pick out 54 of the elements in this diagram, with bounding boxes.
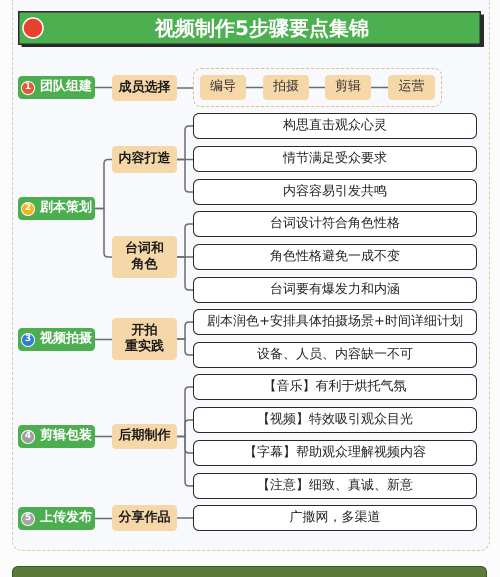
group-frame xyxy=(193,68,442,107)
connector-line xyxy=(177,517,193,519)
connector-line xyxy=(177,338,193,356)
detail-box: 构思直击观众心灵 xyxy=(193,113,477,139)
connector-line xyxy=(177,256,193,291)
step-label: 团队组建 xyxy=(40,79,92,96)
connector-line xyxy=(177,87,193,89)
detail-box: 设备、人员、内容缺一不可 xyxy=(193,342,477,368)
step-box xyxy=(18,197,95,220)
step-label: 剪辑包装 xyxy=(40,428,92,445)
detail-box: 广撒网，多渠道 xyxy=(193,505,477,531)
connector-line xyxy=(95,518,112,520)
step-box xyxy=(18,328,95,351)
title-text: 视频制作5步骤要点集锦 xyxy=(154,16,370,40)
role-box: 拍摄 xyxy=(263,75,309,100)
connector-line xyxy=(95,338,112,340)
detail-box: 情节满足受众要求 xyxy=(193,146,477,172)
detail-box: 【视频】特效吸引观众目光 xyxy=(193,407,477,433)
role-box: 剪辑 xyxy=(325,75,371,100)
step-box xyxy=(18,425,95,448)
step-box xyxy=(18,507,95,530)
step-number: 5 xyxy=(21,512,35,526)
topic-box: 后期制作 xyxy=(112,424,177,449)
step-number: 1 xyxy=(21,80,35,94)
detail-box: 【字幕】帮助观众理解视频内容 xyxy=(193,440,477,466)
connector-line xyxy=(371,86,388,88)
connector-line xyxy=(246,86,263,88)
topic-box: 开拍重实践 xyxy=(112,318,177,360)
connector-line xyxy=(177,158,193,193)
step-number: 4 xyxy=(21,430,35,444)
topic-box: 成员选择 xyxy=(112,75,177,101)
detail-box: 剧本润色+安排具体拍摄场景+时间详细计划 xyxy=(193,309,477,335)
topic-box: 内容打造 xyxy=(112,146,177,173)
step-label: 剧本策划 xyxy=(40,200,92,217)
step-label: 上传发布 xyxy=(40,510,92,527)
step-box xyxy=(18,76,95,99)
connector-line xyxy=(95,208,112,258)
detail-box: 台词要有爆发力和内涵 xyxy=(193,277,477,303)
role-box: 运营 xyxy=(388,75,435,100)
detail-box: 【音乐】有利于烘托气氛 xyxy=(193,374,477,400)
detail-box: 台词设计符合角色性格 xyxy=(193,211,477,237)
detail-box: 角色性格避免一成不变 xyxy=(193,244,477,270)
step-label: 视频拍摄 xyxy=(40,331,92,348)
connector-line xyxy=(309,86,325,88)
connector-line xyxy=(177,436,193,487)
step-number: 3 xyxy=(21,332,35,346)
topic-box: 台词和角色 xyxy=(112,236,177,278)
topic-box: 分享作品 xyxy=(112,505,177,531)
detail-box: 【注意】细致、真诚、新意 xyxy=(193,473,477,499)
step-number: 2 xyxy=(21,202,35,216)
connector-line xyxy=(95,436,112,438)
role-box: 编导 xyxy=(200,75,246,100)
connector-line xyxy=(95,86,112,88)
detail-box: 内容容易引发共鸣 xyxy=(193,179,477,205)
